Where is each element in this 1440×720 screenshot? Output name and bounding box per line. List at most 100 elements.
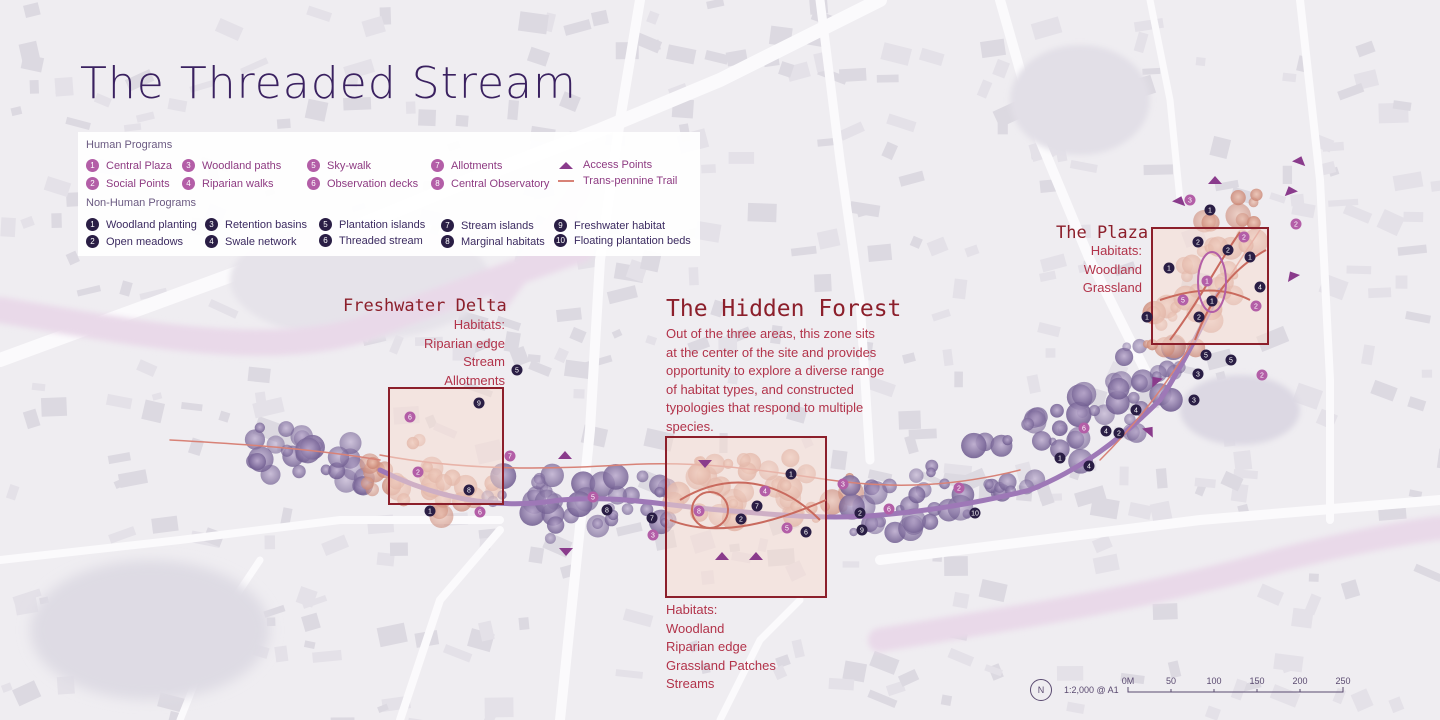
building-block [54, 76, 74, 97]
svg-text:4: 4 [1104, 429, 1108, 436]
svg-text:7: 7 [508, 454, 512, 461]
svg-text:5: 5 [785, 526, 789, 533]
north-arrow-icon: N [1030, 679, 1052, 701]
human-program-marker: 6 [1078, 422, 1090, 434]
building-block [51, 213, 62, 229]
tree-canopy [327, 446, 350, 468]
building-block [842, 561, 860, 568]
human-program-marker: 5 [1177, 294, 1189, 306]
tree-canopy [1050, 439, 1070, 459]
building-block [1037, 321, 1061, 338]
svg-text:1: 1 [428, 509, 432, 516]
tree-canopy [1051, 420, 1068, 437]
tree-canopy [254, 422, 265, 433]
building-block [976, 79, 993, 99]
building-block [1397, 244, 1428, 256]
nonhuman-program-marker: 2 [1222, 244, 1234, 256]
building-block [865, 376, 896, 398]
zone-title-freshwater-delta: Freshwater Delta [343, 296, 507, 316]
building-block [214, 18, 244, 41]
scale-tick: 50 [1165, 676, 1177, 686]
building-block [1421, 369, 1433, 378]
building-block [904, 434, 919, 455]
svg-text:2: 2 [1226, 248, 1230, 255]
building-block [304, 98, 329, 122]
building-block [926, 236, 949, 257]
tree-canopy [1050, 403, 1064, 418]
building-block [507, 99, 520, 121]
building-block [167, 98, 188, 113]
building-block [117, 469, 149, 489]
human-program-marker: 7 [504, 450, 516, 462]
tree-canopy [592, 518, 603, 529]
svg-text:7: 7 [755, 504, 759, 511]
scale-tick: 150 [1249, 676, 1265, 686]
building-block [954, 371, 963, 388]
access-points [558, 156, 1306, 560]
svg-text:2: 2 [1197, 315, 1201, 322]
nonhuman-program-marker: 1 [1204, 204, 1216, 216]
access-point-icon [1152, 376, 1163, 388]
building-block [10, 106, 23, 117]
building-block [694, 220, 722, 243]
building-block [554, 347, 569, 364]
tree-canopy [1230, 190, 1246, 206]
zone-title-plaza: The Plaza [1056, 223, 1149, 243]
building-block [615, 522, 643, 537]
building-block [984, 664, 1003, 677]
building-block [645, 334, 658, 346]
tree-canopy [1122, 342, 1132, 352]
scale-tick: 0M [1121, 676, 1135, 686]
svg-text:1: 1 [1205, 279, 1209, 286]
svg-text:7: 7 [650, 516, 654, 523]
building-block [343, 97, 372, 111]
building-block [1392, 100, 1412, 112]
nonhuman-program-marker: 2 [854, 507, 866, 519]
nonhuman-program-marker: 6 [800, 526, 812, 538]
nonhuman-program-marker: 9 [856, 524, 868, 536]
building-block [1091, 534, 1113, 554]
nonhuman-program-marker: 1 [1244, 251, 1256, 263]
building-block [12, 680, 42, 707]
building-block [1282, 165, 1293, 185]
svg-text:5: 5 [515, 368, 519, 375]
building-block [303, 640, 316, 649]
building-block [778, 61, 795, 78]
tree-canopy [1071, 381, 1097, 407]
building-block [1133, 31, 1149, 54]
building-block [29, 79, 40, 94]
building-block [573, 388, 585, 399]
zone-description-hidden-forest: Out of the three areas, this zone sits a… [666, 326, 885, 434]
nonhuman-program-marker: 1 [1163, 262, 1175, 274]
human-program-marker: 2 [1290, 218, 1302, 230]
building-block [1407, 396, 1427, 412]
building-block [1346, 265, 1372, 275]
building-block [418, 109, 437, 127]
building-block [940, 694, 953, 706]
building-block [166, 710, 180, 720]
tree-canopy [1107, 377, 1130, 400]
building-block [1273, 653, 1304, 673]
svg-text:2: 2 [1254, 304, 1258, 311]
human-program-marker: 3 [1184, 194, 1196, 206]
building-block [728, 151, 755, 164]
nonhuman-program-marker: 5 [1225, 354, 1237, 366]
svg-text:3: 3 [651, 533, 655, 540]
access-point-icon [1292, 156, 1306, 167]
building-block [1282, 72, 1297, 83]
building-block [1205, 348, 1234, 371]
building-block [208, 299, 239, 319]
building-block [646, 10, 660, 25]
building-block [123, 123, 142, 132]
svg-text:2: 2 [1260, 373, 1264, 380]
building-block [849, 201, 881, 218]
building-block [135, 111, 155, 123]
nonhuman-program-marker: 4 [1254, 281, 1266, 293]
